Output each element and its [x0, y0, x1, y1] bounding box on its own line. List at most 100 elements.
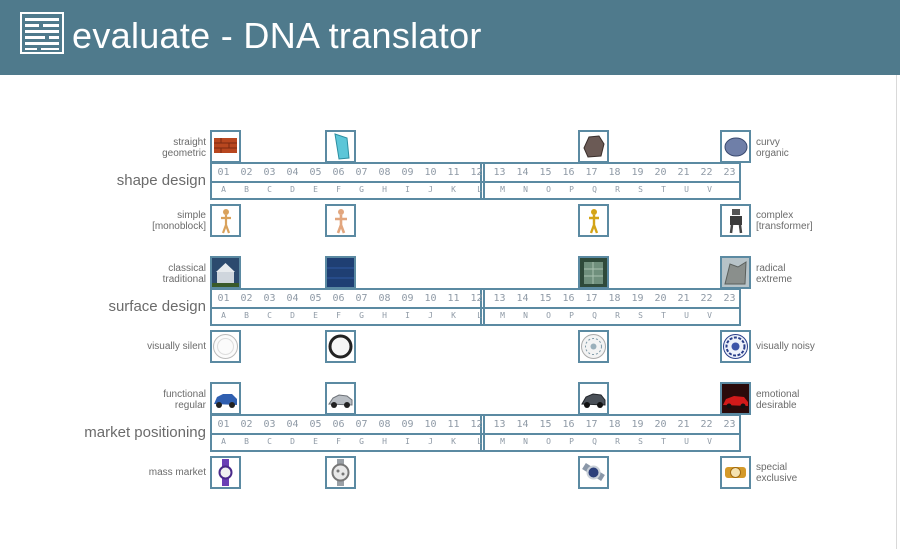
scale-number: 10 [424, 419, 437, 430]
label-line: geometric [162, 148, 206, 159]
scale-letter: L [477, 437, 482, 446]
scale-letter: E [313, 311, 318, 320]
bottom-left-label: simple[monoblock] [152, 210, 206, 232]
label-line: emotional [756, 389, 800, 400]
scale-letter: N [523, 311, 528, 320]
scale-letter: K [451, 185, 456, 194]
scale-letter: T [661, 185, 666, 194]
scale-letter: K [451, 311, 456, 320]
scale-letter: V [707, 311, 712, 320]
scale-letter: V [707, 437, 712, 446]
scale-number: 01 [217, 167, 230, 178]
label-line: desirable [756, 400, 797, 411]
label-line: extreme [756, 274, 793, 285]
pebble-image [720, 130, 751, 163]
scale-letter: I [405, 437, 410, 446]
dark-sedan-image [578, 382, 609, 415]
strip-divider [212, 181, 739, 183]
scale-letter: B [244, 437, 249, 446]
scale-number: 09 [401, 293, 414, 304]
deconstructivist-building-image [720, 256, 751, 289]
scale-letter: P [569, 311, 574, 320]
label-line: radical [756, 263, 786, 274]
scale-number: 22 [700, 419, 713, 430]
scale-number: 05 [309, 293, 322, 304]
scale-letter: F [336, 311, 341, 320]
label-line: curvy [756, 137, 780, 148]
scale-number: 07 [355, 293, 368, 304]
scale-number: 20 [654, 419, 667, 430]
scale-letter: J [428, 311, 433, 320]
page-title: evaluate - DNA translator [72, 15, 482, 56]
scale-number: 23 [723, 167, 736, 178]
scale-letter: R [615, 437, 620, 446]
strip-separator [480, 290, 482, 324]
scale-number: 21 [677, 419, 690, 430]
scale-letter: C [267, 311, 272, 320]
scale-number: 19 [631, 419, 644, 430]
scale-letter: A [221, 185, 226, 194]
scale-number: 21 [677, 293, 690, 304]
scale-letter: A [221, 311, 226, 320]
bottom-left-label: mass market [149, 467, 206, 478]
app-header: evaluate - DNA translator [0, 0, 900, 75]
scale-number: 06 [332, 293, 345, 304]
label-line: complex [756, 210, 794, 221]
scale-number: 14 [516, 293, 529, 304]
scale-letter: A [221, 437, 226, 446]
classical-building-image [210, 256, 241, 289]
scale-letter: L [477, 185, 482, 194]
scale-letter: H [382, 311, 387, 320]
scale-letter: P [569, 185, 574, 194]
label-line: regular [174, 400, 206, 411]
label-line: visually silent [147, 341, 206, 352]
bottom-right-label: complex[transformer] [756, 210, 813, 232]
bottom-right-label: visually noisy [756, 341, 815, 352]
human-figure-image [325, 204, 356, 237]
section-title: surface design [108, 298, 206, 315]
scale-number: 18 [608, 167, 621, 178]
c3po-robot-image [578, 204, 609, 237]
glass-building-image [578, 256, 609, 289]
scale-number: 16 [562, 419, 575, 430]
gold-luxury-watch-image [720, 456, 751, 489]
scale-letter: R [615, 185, 620, 194]
scale-number: 18 [608, 419, 621, 430]
scale-number: 21 [677, 167, 690, 178]
scale-number: 12 [470, 419, 483, 430]
scale-number: 10 [424, 167, 437, 178]
label-line: straight [173, 137, 206, 148]
scale-number: 01 [217, 293, 230, 304]
scale-letter: N [523, 185, 528, 194]
wooden-mannequin-image [210, 204, 241, 237]
scale-letter: J [428, 437, 433, 446]
label-line: traditional [162, 274, 206, 285]
chronograph-watch-image [325, 456, 356, 489]
scale-letter: C [267, 437, 272, 446]
scale-letter: U [684, 185, 689, 194]
scale-number: 08 [378, 167, 391, 178]
scale-number: 06 [332, 167, 345, 178]
scale-letter: V [707, 185, 712, 194]
label-line: organic [756, 148, 789, 159]
strip-divider [212, 433, 739, 435]
scale-number: 17 [585, 419, 598, 430]
strip-separator [483, 416, 485, 450]
red-sports-car-image [720, 382, 751, 415]
scale-number: 15 [539, 419, 552, 430]
blue-ornate-plate-image [720, 330, 751, 363]
label-line: functional [163, 389, 206, 400]
scale-letter: D [290, 185, 295, 194]
bottom-left-label: visually silent [147, 341, 206, 352]
modern-blue-facade-image [325, 256, 356, 289]
scale-number: 12 [470, 293, 483, 304]
scale-number: 02 [240, 419, 253, 430]
scale-letter: O [546, 437, 551, 446]
scale-number: 02 [240, 293, 253, 304]
brick-image [210, 130, 241, 163]
